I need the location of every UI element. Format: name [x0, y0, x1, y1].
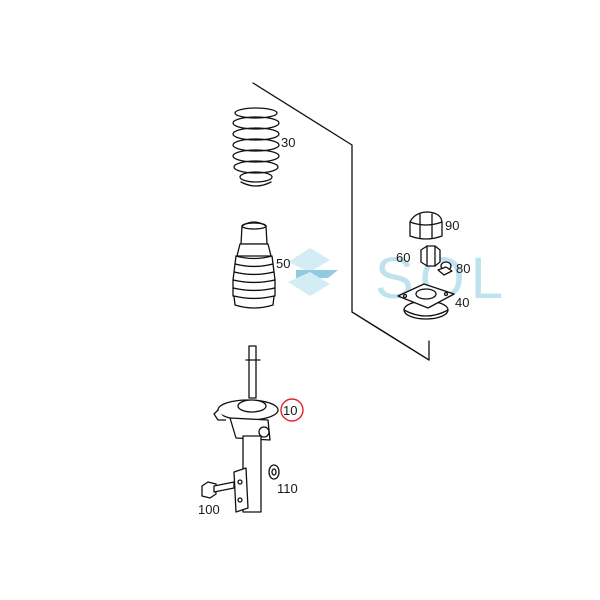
label-part-30: 30: [281, 135, 295, 150]
group-frame: [252, 82, 430, 361]
nut-part-60: [420, 245, 441, 267]
highlight-circle-part-10: [280, 398, 304, 422]
watermark-logo: [288, 248, 338, 296]
strut-mount-part-40: [397, 283, 455, 320]
bolt-part-100: [201, 481, 235, 499]
strut-part-10: [213, 345, 279, 513]
cap-part-90: [409, 211, 443, 240]
label-part-60: 60: [396, 250, 410, 265]
label-part-80: 80: [456, 261, 470, 276]
label-part-10: 10: [283, 403, 297, 418]
frame-lower-link: [351, 311, 430, 361]
label-part-50: 50: [276, 256, 290, 271]
label-part-110: 110: [277, 481, 298, 496]
label-part-100: 100: [198, 502, 220, 517]
coil-spring-part-30: [232, 107, 280, 187]
label-part-40: 40: [455, 295, 469, 310]
dust-boot-part-50: [232, 221, 276, 309]
bolt-part-80: [437, 261, 453, 276]
label-part-90: 90: [445, 218, 459, 233]
bushing-part-110: [268, 464, 280, 480]
